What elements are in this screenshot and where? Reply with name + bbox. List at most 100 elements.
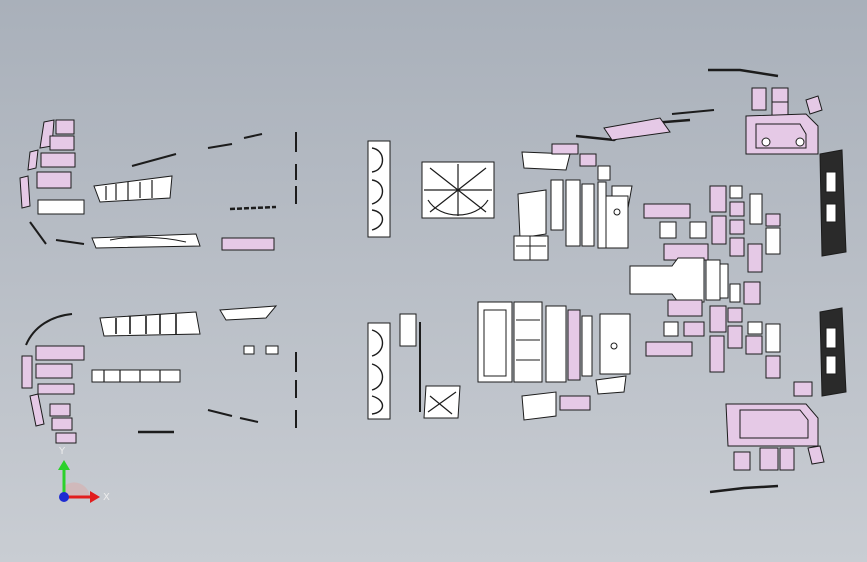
panel-bottom-mid[interactable] bbox=[399, 313, 417, 347]
part-piece[interactable] bbox=[747, 243, 763, 273]
part-piece[interactable] bbox=[243, 345, 255, 355]
part-piece[interactable] bbox=[667, 299, 703, 317]
part-piece[interactable] bbox=[37, 199, 85, 215]
part-piece[interactable] bbox=[709, 335, 725, 373]
part-piece[interactable] bbox=[659, 221, 677, 239]
part-piece[interactable] bbox=[743, 281, 761, 305]
part-piece[interactable] bbox=[729, 185, 743, 199]
part-piece[interactable] bbox=[597, 165, 611, 181]
part-piece[interactable] bbox=[517, 189, 547, 239]
part-piece[interactable] bbox=[805, 95, 823, 115]
part-piece[interactable] bbox=[771, 87, 789, 103]
part-piece[interactable] bbox=[765, 227, 781, 255]
part-piece[interactable] bbox=[581, 315, 593, 377]
part-piece[interactable] bbox=[27, 149, 39, 171]
part-piece[interactable] bbox=[521, 151, 571, 171]
part-piece[interactable] bbox=[729, 201, 745, 217]
part-piece[interactable] bbox=[219, 305, 278, 321]
dark-rail-bottom[interactable] bbox=[819, 307, 847, 397]
part-piece[interactable] bbox=[55, 432, 77, 444]
part-piece[interactable] bbox=[751, 87, 767, 111]
part-piece[interactable] bbox=[765, 355, 781, 379]
part-piece[interactable] bbox=[747, 321, 763, 335]
part-piece[interactable] bbox=[689, 221, 707, 239]
part-piece[interactable] bbox=[545, 305, 567, 383]
connector-plate[interactable] bbox=[705, 259, 721, 301]
part-piece[interactable] bbox=[513, 235, 549, 261]
part-piece[interactable] bbox=[709, 305, 727, 333]
part-edge bbox=[25, 313, 73, 346]
part-hole bbox=[795, 137, 805, 147]
part-piece[interactable] bbox=[265, 345, 279, 355]
part-piece[interactable] bbox=[709, 185, 727, 213]
triad-y-arrowhead bbox=[58, 460, 70, 470]
panel-top-left[interactable] bbox=[367, 140, 391, 238]
part-detail bbox=[516, 236, 546, 260]
part-piece[interactable] bbox=[727, 307, 743, 323]
rail-slot bbox=[825, 327, 837, 349]
part-piece[interactable] bbox=[729, 219, 745, 235]
connector-body[interactable] bbox=[629, 257, 705, 303]
part-piece[interactable] bbox=[35, 363, 73, 379]
part-piece[interactable] bbox=[749, 193, 763, 225]
rail-slot bbox=[825, 355, 837, 375]
part-piece[interactable] bbox=[49, 403, 71, 417]
part-piece[interactable] bbox=[727, 325, 743, 349]
part-piece[interactable] bbox=[221, 237, 275, 251]
dark-rail-top[interactable] bbox=[819, 149, 847, 257]
part-piece[interactable] bbox=[567, 309, 581, 381]
part-piece[interactable] bbox=[477, 301, 513, 383]
part-piece[interactable] bbox=[711, 215, 727, 245]
part-piece[interactable] bbox=[779, 447, 795, 471]
part-piece[interactable] bbox=[793, 381, 813, 397]
part-piece[interactable] bbox=[643, 203, 691, 219]
part-piece[interactable] bbox=[605, 195, 629, 249]
part-piece[interactable] bbox=[765, 213, 781, 227]
part-piece[interactable] bbox=[29, 393, 45, 427]
part-piece[interactable] bbox=[21, 355, 33, 389]
part-piece[interactable] bbox=[579, 153, 597, 167]
part-piece[interactable] bbox=[725, 403, 819, 447]
part-piece[interactable] bbox=[565, 179, 581, 247]
part-piece[interactable] bbox=[581, 183, 595, 247]
part-hole bbox=[613, 208, 621, 216]
part-piece[interactable] bbox=[521, 391, 557, 421]
panel-bottom-left[interactable] bbox=[367, 322, 391, 420]
part-piece[interactable] bbox=[559, 395, 591, 411]
part-piece[interactable] bbox=[19, 175, 31, 209]
part-piece[interactable] bbox=[765, 323, 781, 353]
part-piece[interactable] bbox=[36, 171, 72, 189]
part-piece[interactable] bbox=[603, 117, 671, 141]
part-piece[interactable] bbox=[91, 233, 201, 249]
part-piece[interactable] bbox=[745, 335, 763, 355]
part-piece[interactable] bbox=[733, 451, 751, 471]
part-edge bbox=[29, 221, 47, 245]
part-piece[interactable] bbox=[550, 179, 564, 231]
part-piece[interactable] bbox=[91, 369, 181, 383]
part-detail bbox=[115, 314, 177, 334]
part-piece[interactable] bbox=[513, 301, 543, 383]
panel-detail bbox=[427, 391, 457, 415]
part-piece[interactable] bbox=[597, 181, 607, 249]
part-piece[interactable] bbox=[37, 383, 75, 395]
part-piece[interactable] bbox=[663, 321, 679, 337]
connector-plate[interactable] bbox=[719, 263, 729, 299]
part-piece[interactable] bbox=[683, 321, 705, 337]
part-piece[interactable] bbox=[729, 237, 745, 257]
part-piece[interactable] bbox=[729, 283, 741, 303]
part-piece[interactable] bbox=[551, 143, 579, 155]
part-piece[interactable] bbox=[595, 375, 627, 395]
part-piece[interactable] bbox=[759, 447, 779, 471]
part-piece[interactable] bbox=[99, 311, 201, 337]
part-piece[interactable] bbox=[51, 417, 73, 431]
part-piece[interactable] bbox=[771, 101, 789, 117]
part-piece[interactable] bbox=[645, 341, 693, 357]
part-piece[interactable] bbox=[49, 135, 75, 151]
part-piece[interactable] bbox=[55, 119, 75, 135]
triad-x-arrowhead bbox=[90, 491, 100, 503]
part-piece[interactable] bbox=[40, 152, 76, 168]
part-piece[interactable] bbox=[807, 445, 825, 465]
part-piece[interactable] bbox=[35, 345, 85, 361]
